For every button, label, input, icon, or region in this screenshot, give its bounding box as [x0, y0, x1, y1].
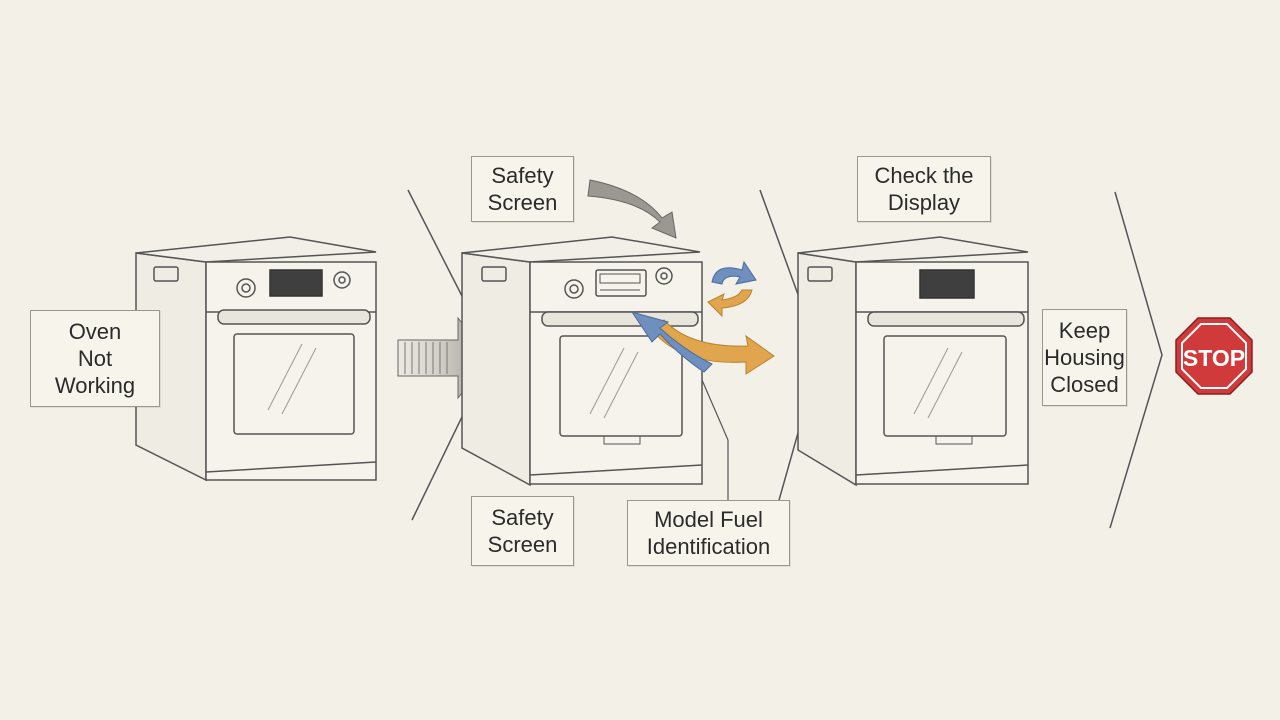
- label-check-the-display: Check the Display: [857, 156, 991, 222]
- label-safety-screen-top: Safety Screen: [471, 156, 574, 222]
- curved-arrow-gray: [587, 179, 677, 239]
- oven-icon: [135, 236, 377, 482]
- label-safety-screen-bottom: Safety Screen: [471, 496, 574, 566]
- stop-sign-icon: STOP: [1175, 317, 1253, 395]
- stop-sign-text: STOP: [1183, 345, 1245, 371]
- oven-dark-display-icon: [797, 236, 1029, 487]
- leader-line-model-fuel-2: [701, 379, 729, 441]
- label-oven-not-working: Oven Not Working: [30, 310, 160, 407]
- label-keep-housing-closed: Keep Housing Closed: [1042, 309, 1127, 406]
- oven-with-display-panel-icon: [461, 236, 703, 487]
- label-model-fuel-identification: Model Fuel Identification: [627, 500, 790, 566]
- circulation-arrows: [630, 260, 775, 375]
- chevron-separator-3: [1109, 191, 1163, 529]
